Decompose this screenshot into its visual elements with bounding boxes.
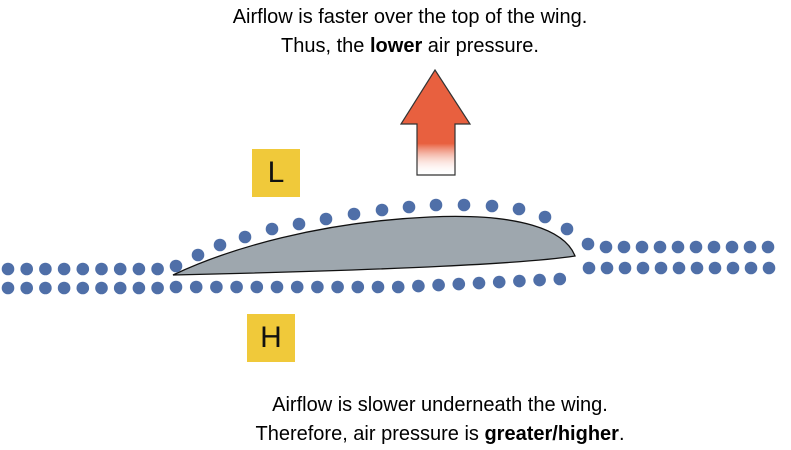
air-particle bbox=[581, 237, 595, 251]
air-particle bbox=[311, 280, 324, 294]
air-particle bbox=[617, 240, 631, 254]
top-caption-prefix: Thus, the bbox=[281, 35, 370, 57]
air-particle bbox=[560, 222, 574, 236]
air-particle bbox=[151, 262, 164, 276]
top-caption-suffix: air pressure. bbox=[422, 35, 539, 57]
air-particle bbox=[189, 280, 203, 294]
air-particle bbox=[39, 262, 52, 276]
air-particle bbox=[533, 273, 546, 287]
top-caption-line1: Airflow is faster over the top of the wi… bbox=[232, 6, 588, 28]
air-particle bbox=[452, 277, 466, 291]
air-particle bbox=[726, 261, 740, 275]
air-particle bbox=[654, 261, 668, 275]
air-particle bbox=[429, 198, 443, 212]
air-particle bbox=[76, 281, 90, 295]
air-particle bbox=[290, 280, 304, 294]
air-particle bbox=[169, 259, 183, 273]
air-particle bbox=[690, 261, 704, 275]
air-particle bbox=[599, 240, 613, 254]
air-particle bbox=[57, 262, 71, 276]
bottom-caption: Airflow is slower underneath the wing. T… bbox=[190, 391, 690, 449]
lift-arrow bbox=[399, 68, 472, 176]
bottom-caption-line1: Airflow is slower underneath the wing. bbox=[272, 394, 608, 416]
air-particle bbox=[672, 261, 686, 275]
high-pressure-label: H bbox=[247, 314, 295, 362]
air-particle bbox=[743, 240, 757, 254]
air-particle bbox=[95, 262, 108, 276]
air-particle bbox=[653, 240, 667, 254]
air-particle bbox=[513, 274, 526, 288]
low-pressure-label: L bbox=[252, 149, 300, 197]
air-particle bbox=[762, 261, 776, 275]
top-caption: Airflow is faster over the top of the wi… bbox=[180, 3, 640, 61]
air-particle bbox=[351, 280, 365, 294]
air-particle bbox=[375, 203, 389, 217]
air-particle bbox=[20, 262, 33, 276]
air-particle bbox=[432, 278, 445, 292]
air-particle bbox=[457, 198, 471, 212]
air-particle bbox=[725, 240, 739, 254]
air-particle bbox=[319, 212, 333, 226]
bottom-caption-line2: Therefore, air pressure is greater/highe… bbox=[190, 420, 690, 449]
air-particle bbox=[708, 261, 722, 275]
air-particle bbox=[485, 199, 499, 213]
air-particle bbox=[292, 217, 306, 231]
wing-airfoil bbox=[172, 215, 576, 276]
air-particle bbox=[391, 280, 405, 294]
air-particle bbox=[761, 240, 775, 254]
air-particle bbox=[230, 280, 243, 294]
air-particle bbox=[412, 279, 425, 293]
air-particle bbox=[113, 262, 127, 276]
air-particle bbox=[95, 281, 108, 295]
air-particle bbox=[402, 200, 416, 214]
air-particle bbox=[635, 240, 649, 254]
bottom-caption-prefix: Therefore, air pressure is bbox=[255, 423, 485, 445]
air-particle bbox=[553, 272, 567, 286]
air-particle bbox=[347, 207, 361, 221]
air-particle bbox=[39, 281, 52, 295]
air-particle bbox=[270, 280, 284, 294]
air-particle bbox=[618, 261, 632, 275]
air-particle bbox=[371, 280, 385, 294]
air-particle bbox=[151, 281, 164, 295]
air-particle bbox=[265, 222, 279, 236]
air-particle bbox=[636, 261, 650, 275]
air-particle bbox=[238, 230, 252, 244]
air-particle bbox=[20, 281, 33, 295]
air-particle bbox=[582, 261, 596, 275]
air-particle bbox=[331, 280, 344, 294]
air-particle bbox=[1, 262, 15, 276]
air-particle bbox=[210, 280, 223, 294]
air-particle bbox=[169, 280, 183, 294]
air-particle bbox=[76, 262, 90, 276]
air-particle bbox=[472, 276, 486, 290]
air-particle bbox=[492, 275, 506, 289]
air-particle bbox=[132, 262, 146, 276]
air-particle bbox=[600, 261, 614, 275]
air-particle bbox=[1, 281, 15, 295]
top-caption-line2: Thus, the lower air pressure. bbox=[180, 32, 640, 61]
air-particle bbox=[57, 281, 71, 295]
air-particle bbox=[689, 240, 703, 254]
air-particle bbox=[191, 248, 205, 262]
top-caption-bold: lower bbox=[369, 35, 423, 57]
airflow-dots bbox=[1, 198, 776, 295]
air-particle bbox=[538, 210, 552, 224]
air-particle bbox=[113, 281, 127, 295]
air-particle bbox=[744, 261, 758, 275]
air-particle bbox=[671, 240, 685, 254]
bottom-caption-bold: greater/higher bbox=[484, 423, 619, 445]
air-particle bbox=[512, 202, 526, 216]
air-particle bbox=[250, 280, 264, 294]
air-particle bbox=[213, 238, 227, 252]
air-particle bbox=[132, 281, 146, 295]
bottom-caption-suffix: . bbox=[618, 423, 625, 445]
air-particle bbox=[707, 240, 721, 254]
